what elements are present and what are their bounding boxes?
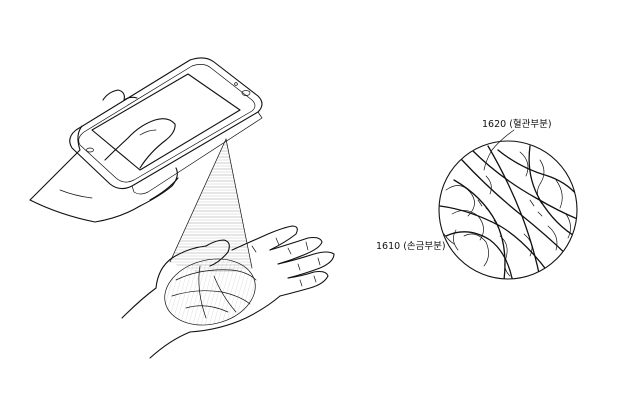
palm-line-part-label: 1610 (손금부분) [376,241,446,252]
holding-hand [29,89,179,223]
smartphone [69,57,263,195]
magnified-palm-view [438,129,578,280]
scan-light-beam [169,138,253,274]
vein-part-label: 1620 (혈관부분) [482,118,552,130]
palm-line-leader-line [443,233,455,245]
vein-leader-line [483,129,515,171]
scanned-hand [121,225,335,359]
